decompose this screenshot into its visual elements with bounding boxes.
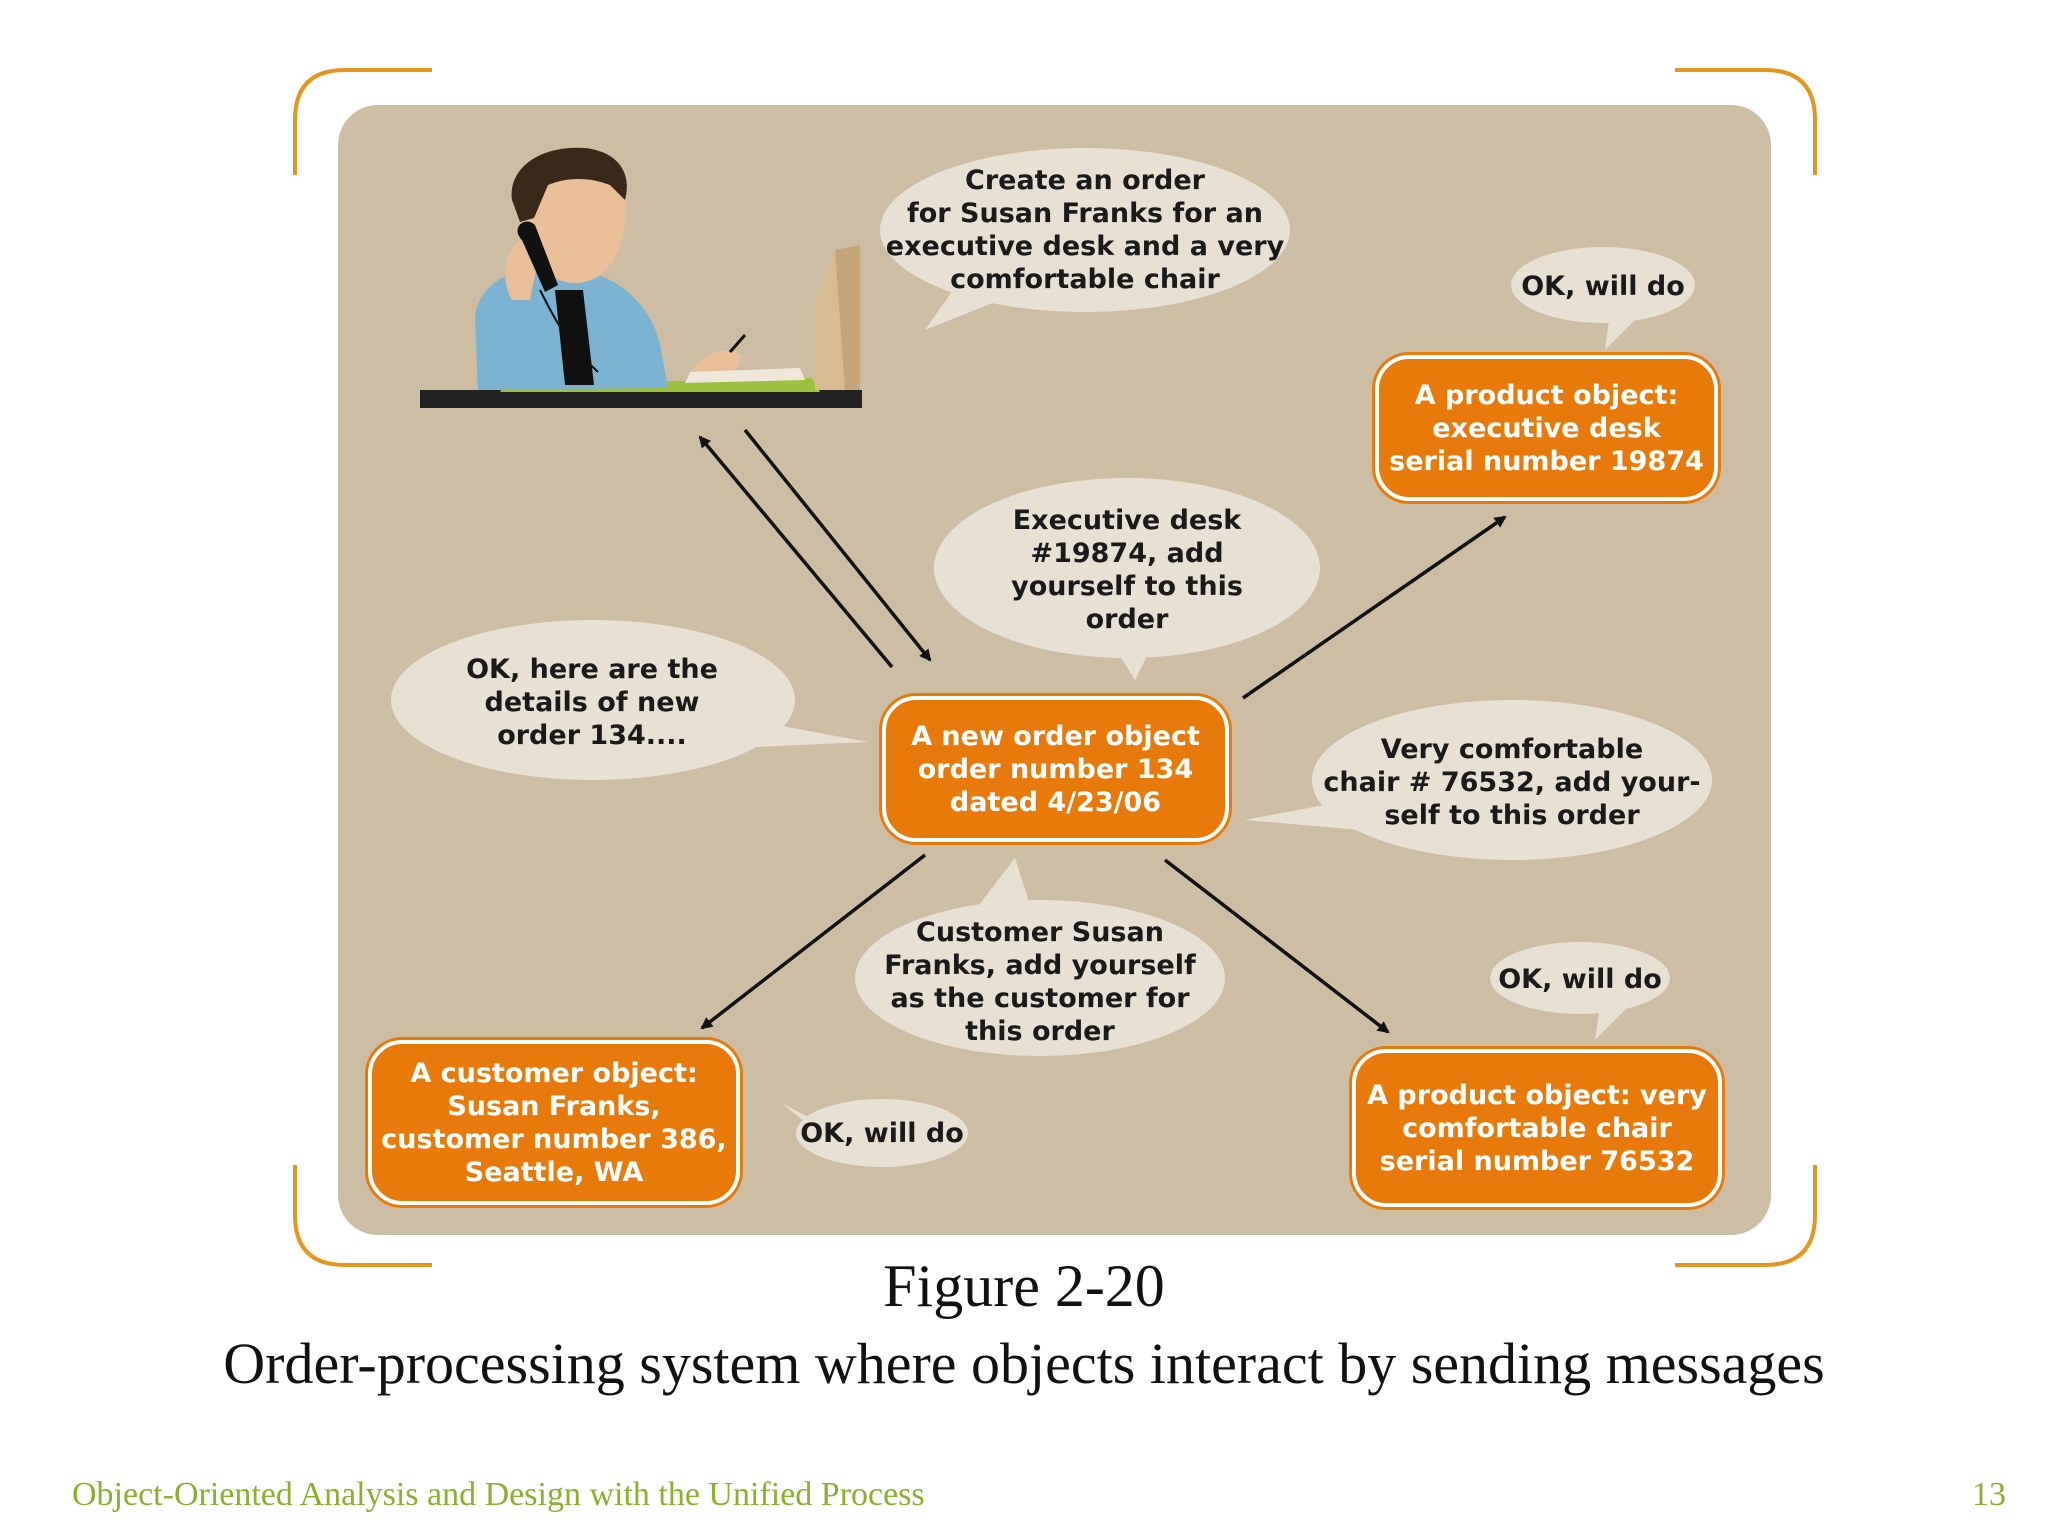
product-chair-box: A product object: very comfortable chair…	[1352, 1049, 1722, 1207]
page-number: 13	[1972, 1476, 2006, 1513]
customer-label: A customer object: Susan Franks, custome…	[381, 1057, 727, 1188]
product-desk-box: A product object: executive desk serial …	[1375, 355, 1718, 501]
order-label: A new order object order number 134 date…	[911, 720, 1200, 818]
bubble-ok-bottom-right	[1490, 942, 1670, 1040]
arrow-order-to-customer	[700, 853, 927, 1030]
bubble-ok-details	[391, 620, 868, 780]
figure-number: Figure 2-20	[883, 1253, 1165, 1319]
arrow-order-to-chair	[1163, 858, 1390, 1034]
arrow-order-to-clerk	[698, 435, 894, 669]
bubble-chair-msg	[1245, 700, 1712, 860]
bubble-ok-top-right	[1511, 247, 1695, 350]
bubble-create-order-text: Create an order for Susan Franks for an …	[885, 165, 1285, 295]
order-box: A new order object order number 134 date…	[882, 696, 1229, 842]
bubble-ok-bottom-left	[780, 1099, 968, 1167]
bubble-customer-msg	[855, 858, 1225, 1056]
clerk-illustration	[420, 147, 862, 408]
product-desk-label: A product object: executive desk serial …	[1389, 379, 1704, 477]
bubble-executive-desk-text: Executive desk #19874, add yourself to t…	[1011, 505, 1243, 635]
arrow-order-to-desk	[1242, 515, 1507, 700]
bubble-ok-bottom-left-text: OK, will do	[800, 1117, 964, 1149]
bubble-chair-msg-text: Very comfortable chair # 76532, add your…	[1323, 733, 1701, 831]
bubble-ok-bottom-right-text: OK, will do	[1498, 963, 1662, 995]
bubble-executive-desk	[934, 478, 1320, 680]
customer-box: A customer object: Susan Franks, custome…	[368, 1040, 740, 1205]
figure-description: Order-processing system where objects in…	[223, 1331, 1825, 1396]
bubble-ok-top-right-text: OK, will do	[1521, 270, 1685, 302]
footer-title: Object-Oriented Analysis and Design with…	[72, 1476, 925, 1513]
bubble-ok-details-text: OK, here are the details of new order 13…	[466, 653, 718, 751]
product-chair-label: A product object: very comfortable chair…	[1367, 1079, 1707, 1177]
bubble-create-order	[880, 148, 1290, 330]
bubble-customer-msg-text: Customer Susan Franks, add yourself as t…	[884, 917, 1196, 1047]
arrow-clerk-to-order	[743, 428, 932, 662]
